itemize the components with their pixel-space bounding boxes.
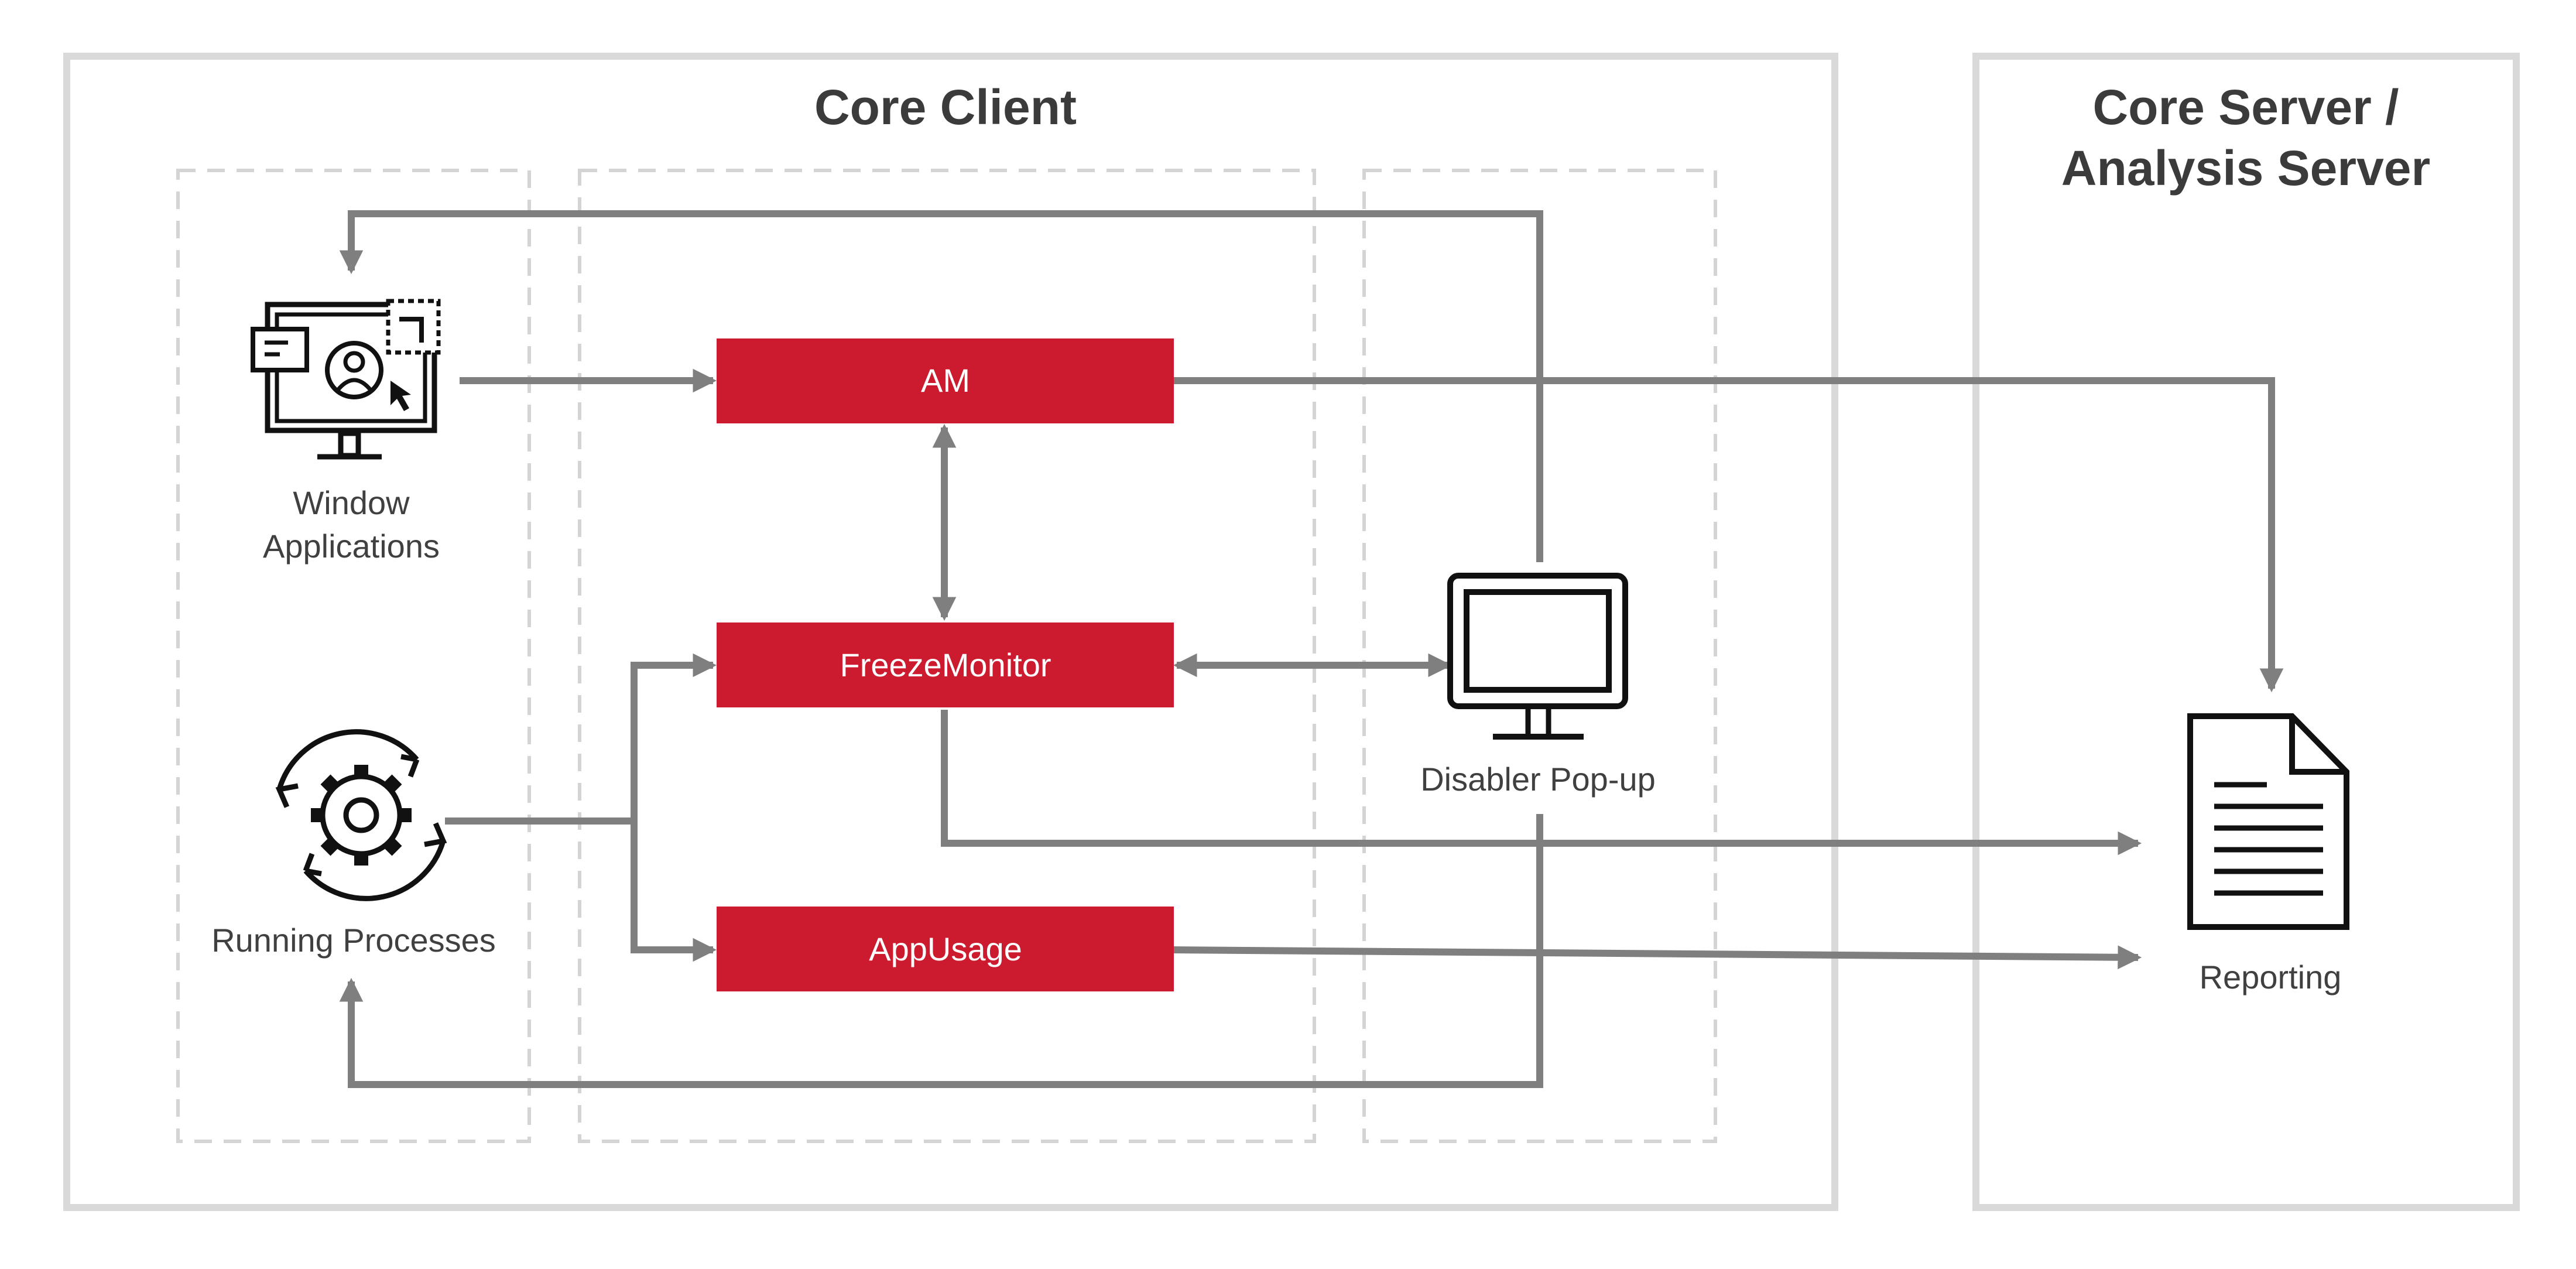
window-applications-label-line2: Applications [263, 528, 440, 565]
core-server-panel [1972, 53, 2520, 1211]
processes-to-freeze-monitor-connector [631, 653, 717, 952]
app-usage-label: AppUsage [869, 931, 1022, 967]
freeze-monitor-box[interactable] [717, 622, 1174, 707]
disabler-to-processes-connector [339, 814, 1543, 1088]
reporting-label: Reporting [2200, 959, 2342, 996]
am-label: AM [921, 362, 970, 399]
sources-lane [176, 169, 531, 1143]
app-usage-box[interactable] [717, 907, 1174, 991]
disabler-to-window-apps-connector [339, 210, 1543, 562]
core-server-title-line1: Core Server / [2093, 80, 2399, 135]
monitor-window-icon [251, 299, 441, 460]
running-processes-label: Running Processes [211, 922, 496, 959]
am-to-reporting-connector [1174, 377, 2284, 693]
disabler-popup-label: Disabler Pop-up [1420, 761, 1656, 798]
disabler-lane [1362, 169, 1717, 1143]
freeze-monitor-label: FreezeMonitor [840, 647, 1051, 683]
processes-to-app-usage-connector [631, 821, 717, 962]
core-client-title: Core Client [814, 80, 1077, 135]
app-usage-to-reporting-connector [1173, 945, 2142, 970]
monitor-icon [1447, 573, 1628, 740]
core-server-title-line2: Analysis Server [2061, 141, 2430, 196]
core-client-panel [63, 53, 1838, 1211]
window-applications-label-line1: Window [293, 484, 410, 521]
am-box[interactable] [717, 338, 1174, 423]
document-icon [2187, 713, 2349, 930]
gear-cycle-icon [275, 729, 447, 901]
modules-lane [578, 169, 1316, 1143]
freeze-monitor-to-reporting-connector [941, 710, 2142, 856]
